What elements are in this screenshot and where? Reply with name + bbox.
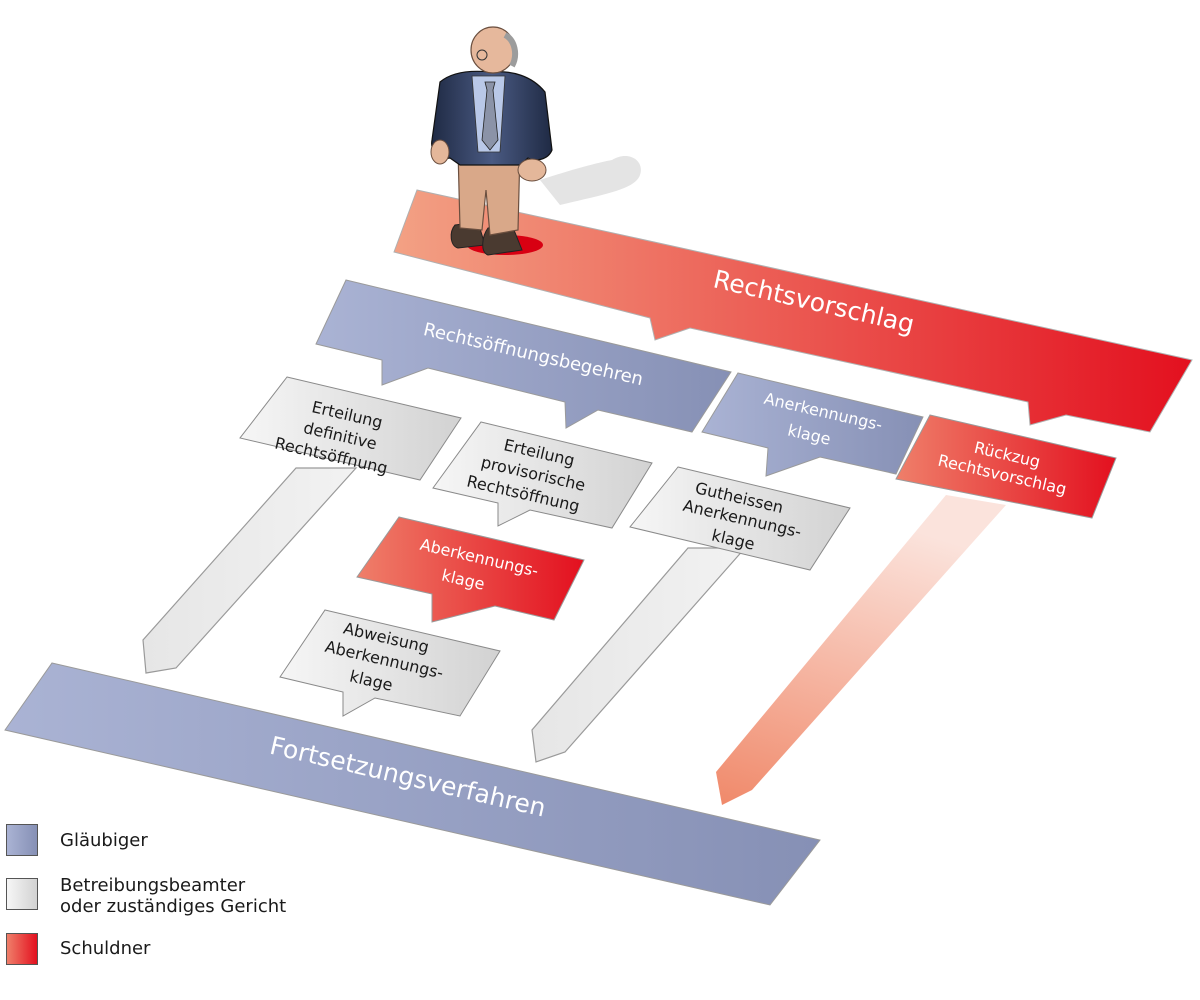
- arrow-definitive-to-fortsetzung: [142, 467, 358, 674]
- aberkennungsklage-callout: Aberkennungs- klage: [356, 516, 585, 623]
- legend-swatch-schuldner: [6, 933, 38, 965]
- legend-label-glaeubiger: Gläubiger: [60, 830, 148, 851]
- legend-swatch-glaeubiger: [6, 824, 38, 856]
- debtor-figure: [430, 26, 641, 256]
- anerkennungsklage-callout: Anerkennungs- klage: [701, 372, 924, 477]
- provisorische-rechtsoeffnung-box: Erteilung provisorische Rechtsöffnung: [432, 421, 653, 529]
- legend-item-schuldner: Schuldner: [6, 933, 150, 965]
- legend-swatch-beamter: [6, 878, 38, 910]
- gutheissen-anerkennungsklage-box: Gutheissen Anerkennungs- klage: [629, 466, 851, 571]
- legend-item-beamter: Betreibungsbeamter oder zuständiges Geri…: [6, 875, 287, 917]
- definitive-rechtsoeffnung-box: Erteilung definitive Rechtsöffnung: [239, 376, 462, 481]
- abweisung-aberkennungsklage-box: Abweisung Aberkennungs- klage: [279, 609, 501, 717]
- legend-item-glaeubiger: Gläubiger: [6, 824, 148, 856]
- rueckzug-callout: Rückzug Rechtsvorschlag: [895, 414, 1117, 519]
- legend-label-beamter: Betreibungsbeamter oder zuständiges Geri…: [60, 875, 287, 917]
- arrow-rueckzug-to-fortsetzung: [716, 495, 1006, 805]
- legend-label-schuldner: Schuldner: [60, 938, 151, 959]
